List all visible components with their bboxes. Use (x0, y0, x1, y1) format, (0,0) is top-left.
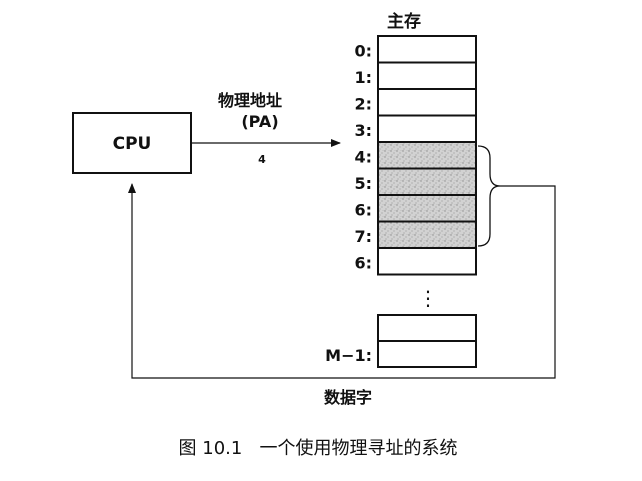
memory-slot-1 (377, 61, 477, 90)
memory-slot-0 (377, 35, 477, 64)
memory-slot-3 (377, 114, 477, 143)
memory-slot-label-5: 5: (354, 174, 372, 193)
data-word-brace (477, 145, 501, 247)
memory-slot-label-6: 6: (354, 201, 372, 220)
memory-title: 主存 (387, 11, 421, 32)
memory-slot-7 (377, 220, 477, 249)
cpu-box (72, 112, 192, 174)
memory-slot-last-label: M−1: (325, 346, 372, 365)
memory-slot-label-2: 2: (354, 95, 372, 114)
memory-slot-2 (377, 88, 477, 117)
memory-array: 0: 1: 2: 3: 4: 5: 6: 7: 6: (354, 35, 477, 276)
memory-slot-last (377, 340, 477, 368)
memory-slot-4 (377, 141, 477, 170)
memory-slot-5 (377, 167, 477, 196)
cpu-label: CPU (113, 134, 152, 154)
figure-caption: 图 10.1 一个使用物理寻址的系统 (179, 438, 458, 459)
memory-slot-label-0: 0: (354, 42, 372, 61)
physical-address-value: 4 (258, 153, 266, 166)
memory-slot-6 (377, 194, 477, 223)
memory-slot-label-7: 7: (354, 227, 372, 246)
memory-slot-label-1: 1: (354, 68, 372, 87)
memory-slot-label-3: 3: (354, 121, 372, 140)
memory-slot-label-4: 4: (354, 148, 372, 167)
physical-address-abbr: (PA) (241, 112, 278, 131)
data-word-return-path (128, 183, 556, 379)
memory-ellipsis: ⋮ (418, 286, 438, 310)
memory-slot-8 (377, 247, 477, 276)
memory-slot-label-8: 6: (354, 254, 372, 273)
data-word-label: 数据字 (324, 388, 372, 407)
memory-slot-top-blank (377, 314, 477, 342)
physical-address-label: 物理地址 (218, 91, 282, 110)
